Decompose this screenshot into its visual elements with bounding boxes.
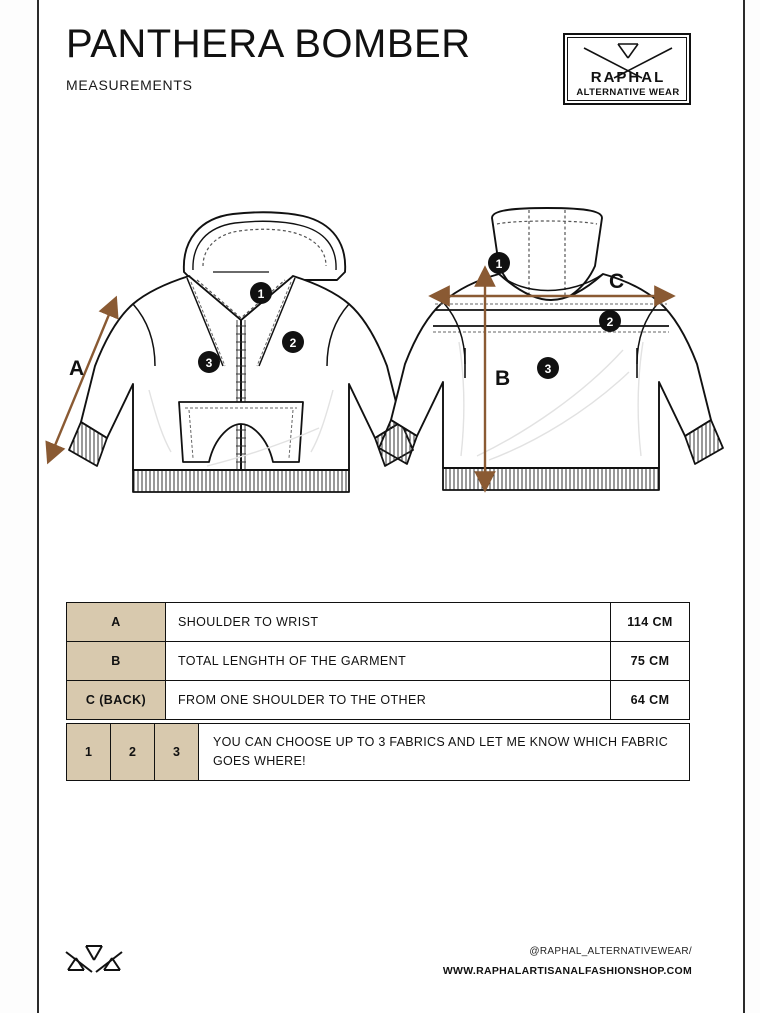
back-badge-1-label: 1 <box>496 257 503 271</box>
footer-instagram-handle[interactable]: @RAPHAL_ALTERNATIVEWEAR/ <box>529 946 692 957</box>
measurement-key: B <box>66 641 166 681</box>
page-right-margin <box>745 0 760 1013</box>
document-header: PANTHERA BOMBER MEASUREMENTS <box>66 24 471 93</box>
table-row: C (BACK) FROM ONE SHOULDER TO THE OTHER … <box>66 680 690 720</box>
footer-contact: @RAPHAL_ALTERNATIVEWEAR/ WWW.RAPHALARTIS… <box>443 946 692 977</box>
back-badge-3-label: 3 <box>545 362 552 376</box>
fabrics-note: YOU CAN CHOOSE UP TO 3 FABRICS AND LET M… <box>198 723 690 781</box>
back-badge-3: 3 <box>537 357 559 379</box>
table-row: 1 2 3 YOU CAN CHOOSE UP TO 3 FABRICS AND… <box>66 723 690 781</box>
garment-illustrations: A 1 2 3 <box>37 170 744 570</box>
brand-name-text: RAPHAL <box>591 69 666 86</box>
front-badge-1-label: 1 <box>258 287 265 301</box>
page-subtitle: MEASUREMENTS <box>66 77 193 93</box>
front-badge-2-label: 2 <box>290 336 297 350</box>
dimension-label-c: C <box>609 270 624 293</box>
brand-logo-inner-frame: RAPHAL ALTERNATIVE WEAR <box>567 37 687 101</box>
brand-tagline-text: ALTERNATIVE WEAR <box>576 87 679 98</box>
page-left-margin <box>0 0 37 1013</box>
brand-logo: RAPHAL ALTERNATIVE WEAR <box>563 33 691 105</box>
measurement-value: 64 CM <box>610 680 690 720</box>
measurement-value: 75 CM <box>610 641 690 681</box>
measurement-value: 114 CM <box>610 602 690 642</box>
front-badge-2: 2 <box>282 331 304 353</box>
footer-brand-mark <box>64 940 124 980</box>
brand-logo-artwork: RAPHAL ALTERNATIVE WEAR <box>576 43 679 98</box>
front-badge-1: 1 <box>250 282 272 304</box>
front-badge-3-label: 3 <box>206 356 213 370</box>
dimension-label-b: B <box>495 367 510 390</box>
page-edge-right <box>743 0 745 1013</box>
footer-website[interactable]: WWW.RAPHALARTISANALFASHIONSHOP.COM <box>442 965 692 977</box>
garment-front-view <box>68 211 414 493</box>
measurement-key: A <box>66 602 166 642</box>
fabric-number-3: 3 <box>154 723 199 781</box>
measurement-description: TOTAL LENGHTH OF THE GARMENT <box>165 641 611 681</box>
garment-back-view <box>378 207 724 491</box>
measurement-key: C (BACK) <box>66 680 166 720</box>
page-edge-left <box>37 0 39 1013</box>
table-row: B TOTAL LENGHTH OF THE GARMENT 75 CM <box>66 641 690 681</box>
dimension-arrow-a <box>45 295 119 465</box>
measurement-description: FROM ONE SHOULDER TO THE OTHER <box>165 680 611 720</box>
table-row: A SHOULDER TO WRIST 114 CM <box>66 602 690 642</box>
fabric-number-2: 2 <box>110 723 155 781</box>
back-badge-2: 2 <box>599 310 621 332</box>
fabrics-table: 1 2 3 YOU CAN CHOOSE UP TO 3 FABRICS AND… <box>66 723 690 781</box>
back-badge-2-label: 2 <box>607 315 614 329</box>
measurements-table: A SHOULDER TO WRIST 114 CM B TOTAL LENGH… <box>66 602 690 720</box>
front-badge-3: 3 <box>198 351 220 373</box>
dimension-label-a: A <box>69 357 84 380</box>
measurement-description: SHOULDER TO WRIST <box>165 602 611 642</box>
fabric-number-1: 1 <box>66 723 111 781</box>
back-badge-1: 1 <box>488 252 510 274</box>
page-title: PANTHERA BOMBER <box>66 22 471 66</box>
